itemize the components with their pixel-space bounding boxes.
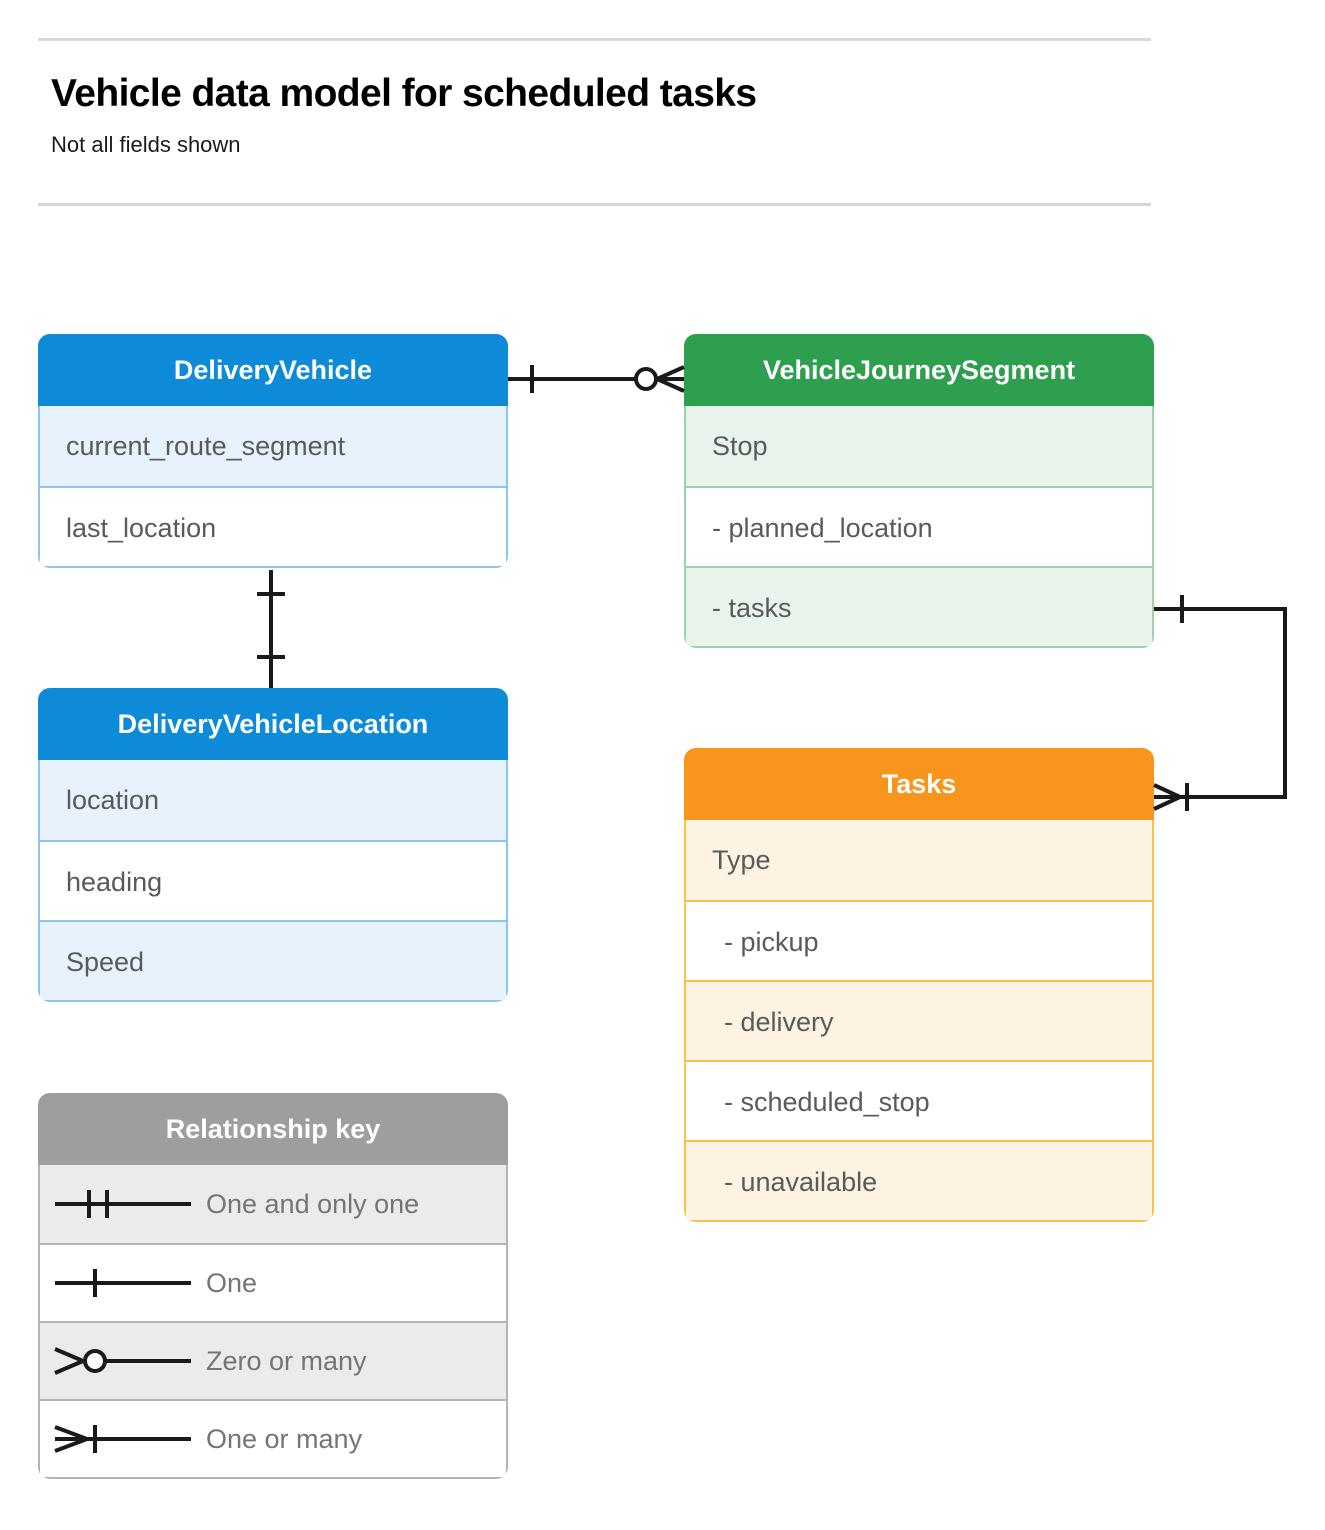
field-row[interactable]: heading	[40, 840, 506, 920]
legend-item-zero-or-many[interactable]: Zero or many	[40, 1321, 506, 1399]
entity-vehicle-journey-segment-fields: Stop - planned_location - tasks	[684, 406, 1154, 648]
header-divider-bottom	[38, 203, 1151, 206]
page-subtitle: Not all fields shown	[51, 132, 241, 157]
entity-tasks-title: Tasks	[684, 748, 1154, 820]
entity-delivery-vehicle-title: DeliveryVehicle	[38, 334, 508, 406]
legend-item-label: One or many	[206, 1423, 363, 1454]
one-icon	[40, 1263, 206, 1303]
field-row[interactable]: current_route_segment	[40, 406, 506, 486]
field-row[interactable]: - tasks	[686, 566, 1152, 646]
entity-vehicle-journey-segment[interactable]: VehicleJourneySegment Stop - planned_loc…	[684, 334, 1154, 648]
connector-deliveryvehicle-vehiclelocation	[257, 570, 285, 688]
legend-item-label: One and only one	[206, 1188, 420, 1219]
entity-vehicle-journey-segment-title: VehicleJourneySegment	[684, 334, 1154, 406]
entity-tasks[interactable]: Tasks Type - pickup - delivery - schedul…	[684, 748, 1154, 1222]
crow-foot-icon	[1153, 783, 1181, 811]
legend-item-label: Zero or many	[206, 1345, 367, 1376]
one-or-many-icon	[40, 1419, 206, 1459]
entity-delivery-vehicle-location[interactable]: DeliveryVehicleLocation location heading…	[38, 688, 508, 1002]
legend-item-one-or-many[interactable]: One or many	[40, 1399, 506, 1477]
field-row[interactable]: - scheduled_stop	[686, 1060, 1152, 1140]
field-row[interactable]: last_location	[40, 486, 506, 566]
entity-delivery-vehicle[interactable]: DeliveryVehicle current_route_segment la…	[38, 334, 508, 568]
header-divider-top	[38, 38, 1151, 41]
field-row[interactable]: Stop	[686, 406, 1152, 486]
connector-deliveryvehicle-journeysegment	[508, 365, 685, 393]
connector-journeysegment-tasks	[1153, 595, 1287, 811]
field-row[interactable]: location	[40, 760, 506, 840]
legend-rows: One and only one One Zero or many	[38, 1165, 508, 1479]
field-row[interactable]: - unavailable	[686, 1140, 1152, 1220]
field-row[interactable]: Type	[686, 820, 1152, 900]
entity-tasks-fields: Type - pickup - delivery - scheduled_sto…	[684, 820, 1154, 1222]
zero-or-many-icon	[40, 1341, 206, 1381]
entity-delivery-vehicle-location-fields: location heading Speed	[38, 760, 508, 1002]
relationship-key-legend: Relationship key One and only one One	[38, 1093, 508, 1479]
legend-item-one-and-only-one[interactable]: One and only one	[40, 1165, 506, 1243]
field-row[interactable]: - planned_location	[686, 486, 1152, 566]
legend-item-label: One	[206, 1267, 258, 1298]
page-title: Vehicle data model for scheduled tasks	[51, 72, 757, 115]
legend-item-one[interactable]: One	[40, 1243, 506, 1321]
field-row[interactable]: - pickup	[686, 900, 1152, 980]
crow-foot-icon	[656, 365, 685, 393]
legend-title: Relationship key	[38, 1093, 508, 1165]
zero-circle-icon	[634, 367, 658, 391]
entity-delivery-vehicle-fields: current_route_segment last_location	[38, 406, 508, 568]
field-row[interactable]: Speed	[40, 920, 506, 1000]
one-and-only-one-icon	[40, 1184, 206, 1224]
entity-delivery-vehicle-location-title: DeliveryVehicleLocation	[38, 688, 508, 760]
field-row[interactable]: - delivery	[686, 980, 1152, 1060]
